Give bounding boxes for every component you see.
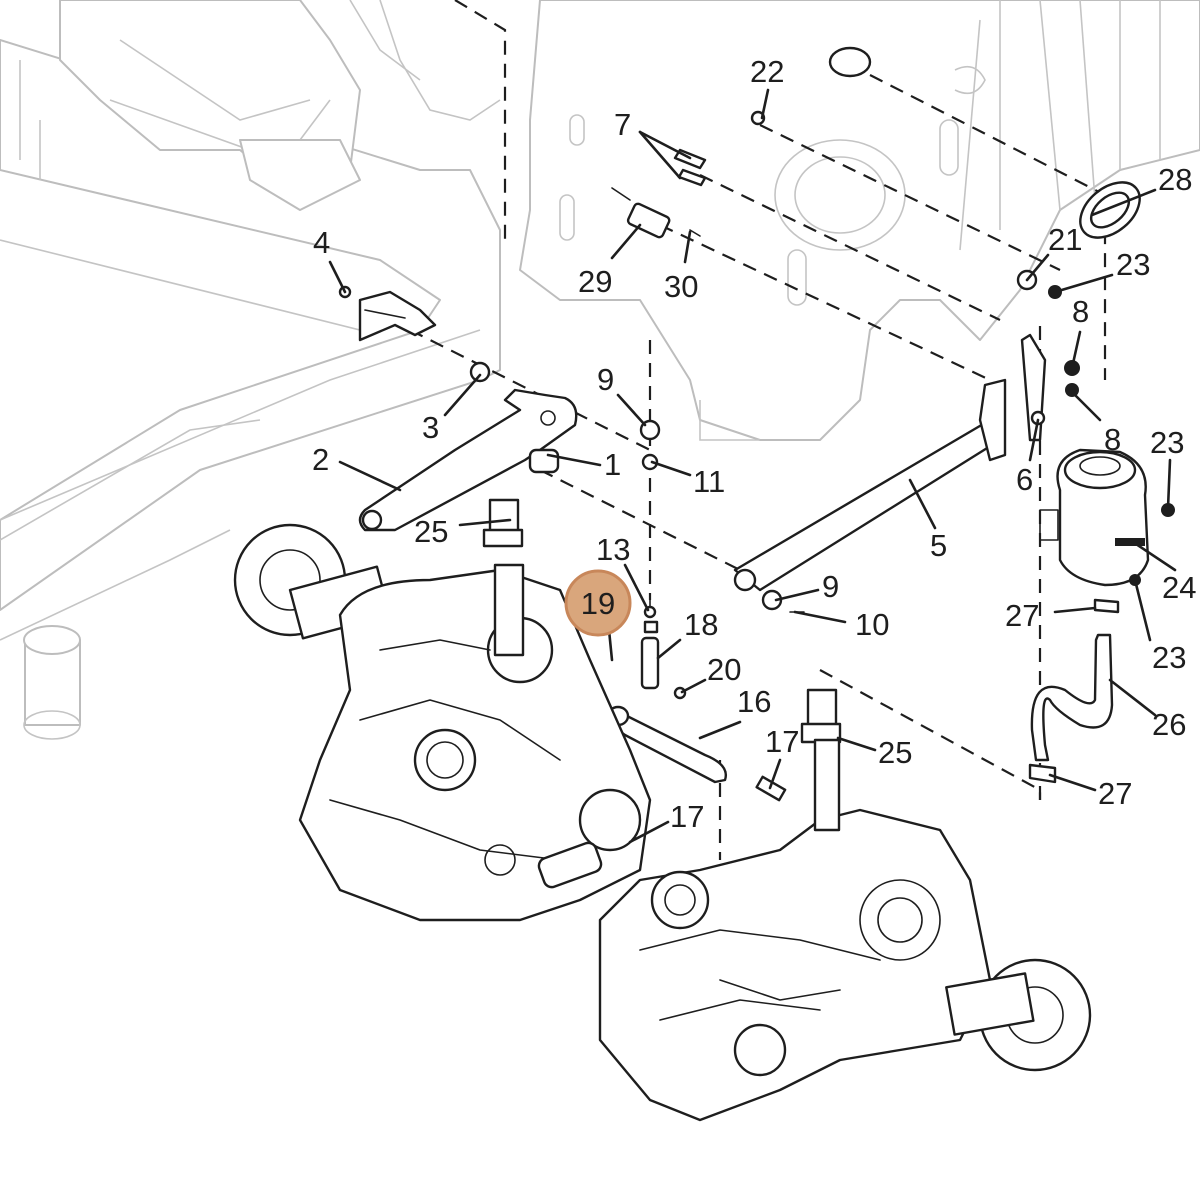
callout-22: 22 [750,54,784,89]
grommet-28 [1079,181,1141,239]
callout-16: 16 [737,684,771,719]
callout-6: 6 [1016,462,1033,497]
callout-25-left: 25 [414,514,448,549]
callout-3: 3 [422,410,439,445]
callout-9-lower: 9 [822,569,839,604]
callout-17-left: 17 [670,799,704,834]
callout-21: 21 [1048,222,1082,257]
callout-10: 10 [855,607,889,642]
callout-5: 5 [930,528,947,563]
callout-9-upper: 9 [597,362,614,397]
callout-23-mid: 23 [1150,425,1184,460]
callout-23-low: 23 [1152,640,1186,675]
callout-27-lower: 27 [1098,776,1132,811]
callout-20: 20 [707,652,741,687]
callout-2: 2 [312,442,329,477]
callout-27-upper: 27 [1005,598,1039,633]
callouts: 1 2 3 4 5 6 7 8 8 9 9 10 11 13 16 17 17 … [312,54,1196,834]
callout-7: 7 [614,107,631,142]
callout-8-upper: 8 [1072,294,1089,329]
callout-4: 4 [313,225,330,260]
fitting-25 [482,498,842,744]
hose-26 [1028,598,1120,784]
shaft-16-18 [606,599,727,784]
callout-17-right: 17 [765,724,799,759]
callout-25-right: 25 [878,735,912,770]
callout-8-lower: 8 [1104,422,1121,457]
callout-19: 19 [581,586,615,621]
reservoir-24 [1039,448,1150,587]
transaxle-left [233,523,652,922]
transaxle-right [598,738,1092,1122]
leader-lines [328,88,1177,844]
callout-11: 11 [693,464,725,499]
callout-28: 28 [1158,162,1192,197]
highlighted-callout-19[interactable]: 19 [564,569,632,637]
callout-30: 30 [664,269,698,304]
callout-29: 29 [578,264,612,299]
lever-arm-2 [358,361,578,532]
callout-23-top: 23 [1116,247,1150,282]
chassis-frame [0,0,1200,740]
rod-5 [733,333,1047,592]
bracket-4 [338,285,437,342]
callout-1: 1 [604,447,621,482]
callout-13: 13 [596,532,630,567]
callout-26: 26 [1152,707,1186,742]
plug-22 [828,46,872,78]
callout-18: 18 [684,607,718,642]
callout-24: 24 [1162,570,1196,605]
